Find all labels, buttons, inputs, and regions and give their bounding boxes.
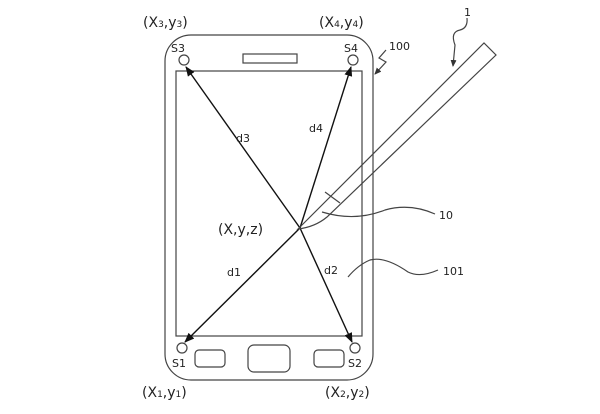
ref-numeral-pen: 1 [464,6,471,19]
stylus-pen [296,42,497,230]
ref-numeral-device: 100 [389,40,410,53]
sensor-label-s1: S1 [172,357,186,370]
distance-label-d2: d2 [324,264,338,277]
distance-label-d1: d1 [227,266,241,279]
speaker-slot [242,53,298,64]
distance-arrow-d1 [184,227,301,343]
distance-label-d4: d4 [309,122,323,135]
coord-top-left: (X3,y3) [143,15,188,31]
sensor-label-s3: S3 [171,42,185,55]
sensor-label-s2: S2 [348,357,362,370]
coord-top-right: (X4,y4) [319,15,364,31]
device-body [164,34,374,381]
left-button [194,349,226,368]
distance-arrow-d4 [299,66,353,229]
leader-device [374,49,387,75]
sensor-s4 [347,54,359,66]
ref-numeral-screen: 101 [443,265,464,278]
leader-screen [347,258,439,278]
distance-arrow-d3 [185,66,301,229]
sensor-s3 [178,54,190,66]
mobile-device [164,34,374,381]
ref-numeral-pen-tip: 10 [439,209,453,222]
right-button [313,349,345,368]
coord-bottom-right: (X2,y2) [325,385,370,401]
distance-arrow-d2 [299,227,353,343]
home-button [247,344,291,373]
pen-point-coordinate: (X,y,z) [218,222,263,238]
coord-bottom-left: (X1,y1) [142,385,187,401]
touch-screen [175,70,363,337]
sensor-label-s4: S4 [344,42,358,55]
distance-label-d3: d3 [236,132,250,145]
leader-pen [450,17,468,67]
leader-pen-tip [321,206,436,218]
sensor-s2 [349,342,361,354]
sensor-s1 [176,342,188,354]
